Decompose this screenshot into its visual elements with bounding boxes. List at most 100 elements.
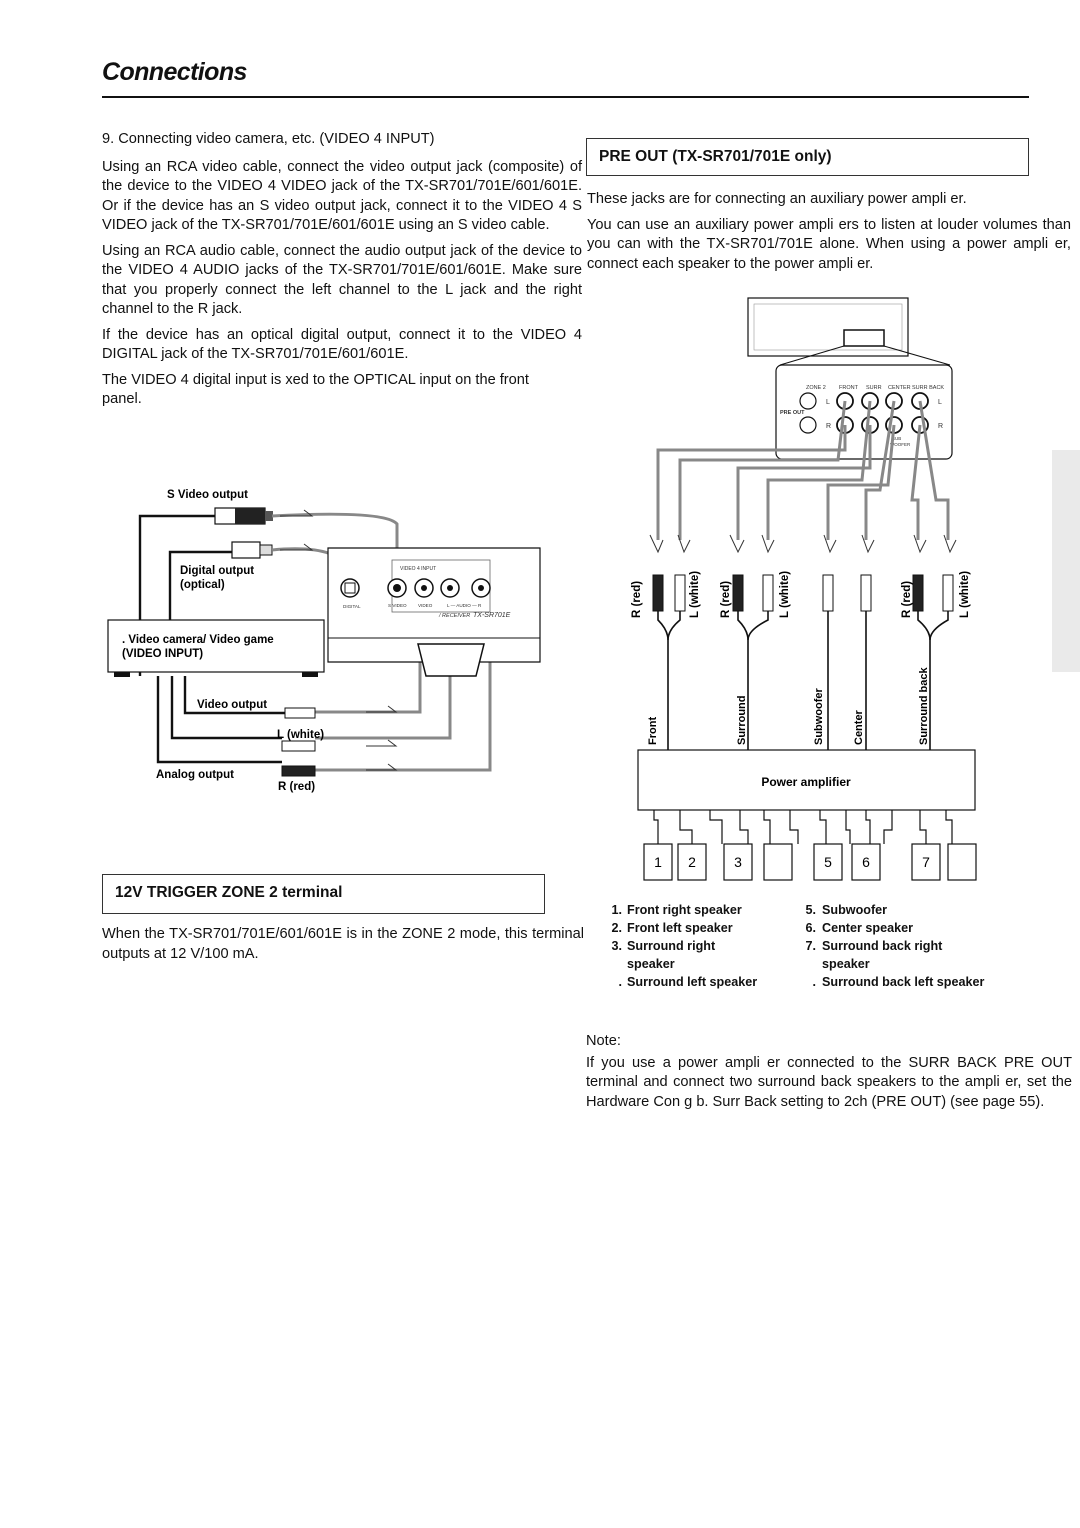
plug-label-front-r: R (red)	[631, 581, 643, 618]
center-jack-label: CENTER	[888, 385, 911, 391]
pre-out-section-box: PRE OUT (TX-SR701/701E only)	[586, 138, 1029, 176]
legend-num: 1.	[611, 903, 622, 917]
jack-svideo-label: S VIDEO	[388, 603, 407, 608]
plug-label-back-l: L (white)	[959, 571, 971, 618]
legend-num: 2.	[611, 921, 622, 935]
device-label-line2: (VIDEO INPUT)	[122, 648, 203, 660]
device-label-line1: . Video camera/ Video game	[122, 634, 274, 646]
plug-label-front-l: L (white)	[689, 571, 701, 618]
jack-video-label: VIDEO	[418, 603, 433, 608]
legend-text: Surround left speaker	[627, 975, 758, 989]
plug-label-back-r: R (red)	[901, 581, 913, 618]
pre-out-paragraph-1: These jacks are for connecting an auxili…	[587, 191, 967, 207]
legend-row: 3. Surround right 7. Surround back right	[600, 937, 1060, 955]
model-label: TX-SR701E	[473, 612, 511, 619]
speaker-number-7: 7	[922, 854, 930, 870]
video4-instructions: 9. Connecting video camera, etc. (VIDEO …	[102, 130, 582, 416]
legend-text: Front left speaker	[627, 921, 733, 935]
title-divider	[102, 96, 1029, 98]
power-amplifier-label: Power amplifier	[761, 775, 851, 789]
pre-out-label: PRE OUT	[780, 410, 805, 416]
paragraph-video-cable: Using an RCA video cable, connect the vi…	[102, 158, 582, 234]
channel-surround-label: Surround	[736, 696, 748, 746]
speaker-box-1	[643, 843, 673, 881]
trigger-section-title: 12V TRIGGER ZONE 2 terminal	[115, 884, 343, 901]
legend-num: 3.	[611, 939, 622, 953]
receiver-front-panel	[327, 547, 541, 663]
legend-num: 7.	[805, 939, 816, 953]
video-output-label: Video output	[197, 699, 267, 711]
speaker-box-7	[911, 843, 941, 881]
channel-center-label: Center	[853, 709, 865, 745]
surr-jack-label: SURR	[866, 385, 882, 391]
row-l-label-right: L	[938, 399, 942, 406]
video-connection-diagram: S Video output Digital output (optical) …	[107, 489, 541, 793]
legend-row: . Surround left speaker . Surround back …	[600, 973, 1060, 991]
video4-panel-header: VIDEO 4 INPUT	[400, 566, 436, 572]
row-l-label: L	[826, 399, 830, 406]
speaker-box-3	[723, 843, 753, 881]
l-rca-plug	[281, 740, 316, 752]
pre-out-section-title: PRE OUT (TX-SR701/701E only)	[599, 148, 832, 165]
jack-digital-label: DIGITAL	[343, 604, 361, 609]
paragraph-fixed-input: The VIDEO 4 digital input is xed to the …	[102, 371, 529, 408]
speaker-number-3: 3	[734, 854, 742, 870]
receiver-label: / RECEIVER	[438, 613, 470, 619]
legend-row: 1. Front right speaker 5. Subwoofer	[600, 901, 1060, 919]
legend-text: Subwoofer	[822, 903, 888, 917]
legend-text: speaker	[822, 957, 870, 971]
side-tab-marker	[1052, 450, 1080, 672]
speaker-number-1: 1	[654, 854, 662, 870]
front-jack-label: FRONT	[839, 385, 859, 391]
note-block: Note: If you use a power ampli er connec…	[586, 1032, 1072, 1118]
note-heading: Note:	[586, 1033, 621, 1049]
analog-output-label: Analog output	[156, 769, 234, 781]
speaker-box-6	[851, 843, 881, 881]
plug-label-surr-r: R (red)	[720, 581, 732, 618]
digital-output-label: Digital output	[180, 565, 254, 577]
video-rca-plug	[284, 707, 316, 719]
paragraph-audio-cable: Using an RCA audio cable, connect the au…	[102, 242, 582, 318]
sub-label: SUB	[892, 436, 901, 441]
channel-subwoofer-label: Subwoofer	[813, 687, 825, 745]
speaker-box-5	[813, 843, 843, 881]
speaker-number-2: 2	[688, 854, 696, 870]
l-white-label: L (white)	[277, 729, 324, 741]
channel-front-label: Front	[647, 717, 659, 745]
legend-text: Surround back left speaker	[822, 975, 985, 989]
channel-surround-back-label: Surround back	[918, 666, 930, 745]
s-video-output-label: S Video output	[167, 489, 248, 501]
jack-audio-label: L — AUDIO — R	[447, 603, 482, 608]
legend-text: Surround back right	[822, 939, 943, 953]
legend-row: 2. Front left speaker 6. Center speaker	[600, 919, 1060, 937]
pre-out-description: These jacks are for connecting an auxili…	[587, 190, 1071, 280]
zone2-label: ZONE 2	[806, 385, 826, 391]
legend-num: .	[812, 975, 817, 989]
r-red-label: R (red)	[278, 781, 315, 793]
trigger-section-text: When the TX-SR701/701E/601/601E is in th…	[102, 926, 584, 962]
note-text: If you use a power ampli er connected to…	[586, 1054, 1072, 1110]
row-r-label: R	[826, 423, 831, 430]
speaker-box-2	[677, 843, 707, 881]
speaker-number-6: 6	[862, 854, 870, 870]
video-camera-device-box	[107, 619, 325, 673]
legend-text: Center speaker	[822, 921, 914, 935]
plug-label-surr-l: L (white)	[779, 571, 791, 618]
legend-text: Front right speaker	[627, 903, 742, 917]
legend-num: 6.	[805, 921, 816, 935]
speaker-number-5: 5	[824, 854, 832, 870]
paragraph-optical: If the device has an optical digital out…	[102, 326, 582, 363]
legend-text: speaker	[627, 957, 675, 971]
pre-out-connection-diagram: ZONE 2 FRONT SURR CENTER SURR BACK PRE O…	[631, 297, 977, 881]
row-r-label-right: R	[938, 423, 943, 430]
speaker-box-8	[947, 843, 977, 881]
optical-plug	[231, 541, 261, 559]
woofer-label: WOOFER	[890, 442, 911, 447]
legend-row: speaker speaker	[600, 955, 1060, 973]
receiver-rear-panel	[747, 297, 909, 357]
legend-text: Surround right	[627, 939, 716, 953]
page-title: Connections	[102, 58, 247, 86]
surr-back-jack-label: SURR BACK	[912, 385, 944, 391]
trigger-section-box: 12V TRIGGER ZONE 2 terminal	[102, 874, 545, 914]
speaker-box-4	[763, 843, 793, 881]
